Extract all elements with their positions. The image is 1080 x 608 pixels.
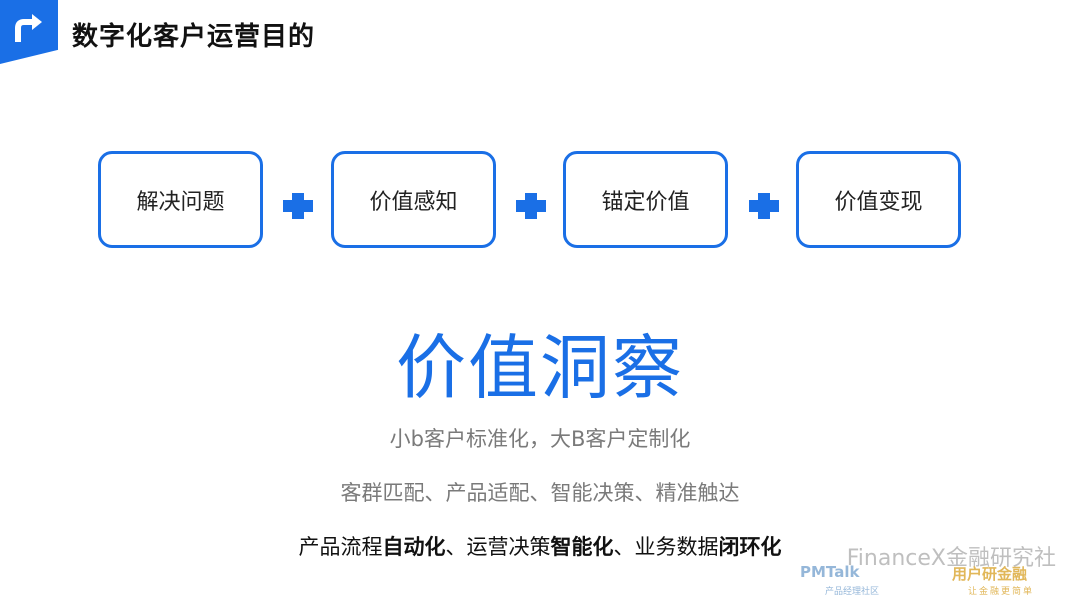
turn-arrow-icon xyxy=(15,14,42,42)
line3-part3: 、业务数据 xyxy=(613,535,719,559)
subtitle-line-1: 小b客户标准化，大B客户定制化 xyxy=(389,427,691,451)
plus-icon xyxy=(749,193,779,219)
yx-subtitle: 让金融更简单 xyxy=(968,587,1035,597)
line3-bold3: 闭环化 xyxy=(718,535,782,559)
line3-bold2: 智能化 xyxy=(550,535,614,559)
line3-part1: 产品流程 xyxy=(298,535,383,559)
step-solve-problem: 解决问题 xyxy=(98,151,263,248)
plus-icon xyxy=(516,193,546,219)
subtitle-line-3: 产品流程自动化、运营决策智能化、业务数据闭环化 xyxy=(0,531,1080,561)
subtitle-line-2: 客群匹配、产品适配、智能决策、精准触达 xyxy=(340,481,740,505)
pmtalk-subtitle: 产品经理社区 xyxy=(825,587,880,597)
line3-part2: 、运营决策 xyxy=(445,535,551,559)
page-title: 数字化客户运营目的 xyxy=(72,22,316,52)
line3-bold1: 自动化 xyxy=(382,535,446,559)
step-value-realization: 价值变现 xyxy=(796,151,961,248)
wechat-account-watermark: FinanceX金融研究社 xyxy=(846,546,1056,571)
step-anchor-value: 锚定价值 xyxy=(563,151,728,248)
pmtalk-logo: PMTalk xyxy=(800,563,860,581)
plus-icon xyxy=(283,193,313,219)
yx-logo: 用户研金融 xyxy=(952,565,1028,583)
main-heading: 价值洞察 xyxy=(396,327,684,409)
step-value-perception: 价值感知 xyxy=(331,151,496,248)
corner-arrow-badge xyxy=(0,0,58,64)
